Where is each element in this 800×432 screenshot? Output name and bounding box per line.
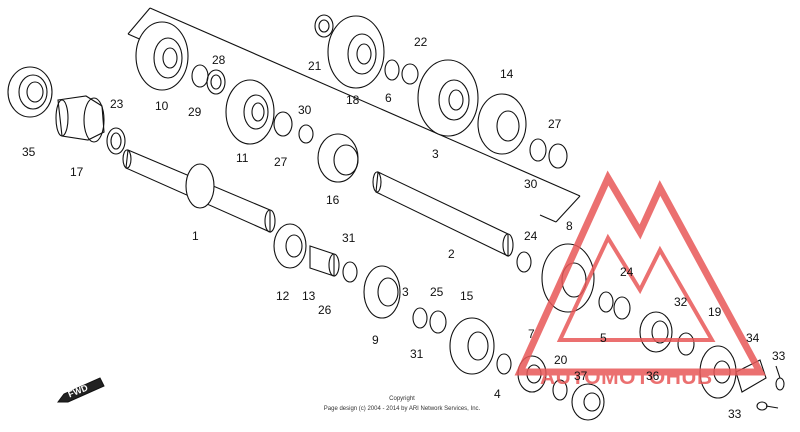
label-24-a: 24 bbox=[524, 229, 538, 243]
part-1-mainshaft bbox=[122, 149, 276, 233]
label-13: 13 bbox=[302, 289, 316, 303]
label-32: 32 bbox=[674, 295, 688, 309]
label-2: 2 bbox=[448, 247, 455, 261]
label-35: 35 bbox=[22, 145, 36, 159]
part-35-bearing bbox=[7, 66, 53, 118]
label-14: 14 bbox=[500, 67, 514, 81]
label-8: 8 bbox=[566, 219, 573, 233]
label-27-b: 27 bbox=[548, 117, 562, 131]
label-9: 9 bbox=[372, 333, 379, 347]
part-12-gear bbox=[273, 223, 307, 269]
part-4-washer bbox=[496, 353, 512, 375]
part-37-bearing bbox=[571, 383, 605, 421]
label-7: 7 bbox=[528, 327, 535, 341]
label-26: 26 bbox=[318, 303, 332, 317]
label-3-b: 3 bbox=[402, 285, 409, 299]
label-28: 28 bbox=[212, 53, 226, 67]
label-15: 15 bbox=[460, 289, 474, 303]
part-5-24-washers bbox=[598, 291, 631, 320]
part-36-bearing bbox=[639, 311, 673, 353]
part-23-washer bbox=[106, 127, 126, 155]
part-6-22-washers bbox=[384, 59, 419, 85]
part-24-washer bbox=[516, 251, 532, 273]
part-34-plate bbox=[735, 359, 767, 393]
label-10: 10 bbox=[155, 99, 169, 113]
part-27-30-washers bbox=[273, 111, 314, 144]
label-33-a: 33 bbox=[772, 349, 786, 363]
copyright-line-2: Page design (c) 2004 - 2014 by ARI Netwo… bbox=[324, 406, 481, 412]
label-23: 23 bbox=[110, 97, 124, 111]
label-18: 18 bbox=[346, 93, 360, 107]
part-31-25-washers bbox=[412, 307, 447, 334]
part-3-gear-upper bbox=[417, 59, 479, 137]
label-6: 6 bbox=[385, 91, 392, 105]
label-24-b: 24 bbox=[620, 265, 634, 279]
label-1: 1 bbox=[192, 229, 199, 243]
label-36: 36 bbox=[646, 369, 660, 383]
label-34: 34 bbox=[746, 331, 760, 345]
label-12: 12 bbox=[276, 289, 290, 303]
label-29: 29 bbox=[188, 105, 202, 119]
label-21: 21 bbox=[308, 59, 322, 73]
part-labels: 35 17 23 1 10 28 29 11 30 27 16 21 18 6 … bbox=[22, 35, 786, 421]
part-20-washer bbox=[552, 379, 568, 401]
part-21-washer bbox=[314, 14, 334, 38]
part-2-countershaft bbox=[372, 171, 514, 257]
part-9-gear bbox=[363, 265, 401, 319]
label-5: 5 bbox=[600, 331, 607, 345]
part-33-bolts bbox=[756, 365, 785, 411]
fwd-arrow-icon: FWD bbox=[57, 377, 105, 403]
part-11-gear bbox=[225, 79, 275, 145]
label-20: 20 bbox=[554, 353, 568, 367]
label-31-b: 31 bbox=[410, 347, 424, 361]
label-19: 19 bbox=[708, 305, 722, 319]
part-32-collar bbox=[677, 332, 695, 356]
watermark-logo: AUTOMOTOHUB bbox=[514, 170, 766, 389]
part-16-bushing bbox=[317, 133, 359, 183]
label-37: 37 bbox=[574, 369, 588, 383]
watermark-text: AUTOMOTOHUB bbox=[540, 366, 713, 389]
part-13-26-31 bbox=[309, 245, 358, 283]
label-25: 25 bbox=[430, 285, 444, 299]
label-31-a: 31 bbox=[342, 231, 356, 245]
label-30-a: 30 bbox=[298, 103, 312, 117]
label-16: 16 bbox=[326, 193, 340, 207]
part-17-gear bbox=[55, 95, 105, 143]
label-11: 11 bbox=[236, 151, 249, 165]
label-27-a: 27 bbox=[274, 155, 288, 169]
part-28-29-washers bbox=[191, 64, 226, 95]
label-3-a: 3 bbox=[432, 147, 439, 161]
label-30-b: 30 bbox=[524, 177, 538, 191]
copyright-line-1: Copyright bbox=[389, 396, 415, 402]
label-17: 17 bbox=[70, 165, 84, 179]
part-18-gear bbox=[327, 15, 385, 89]
part-15-gear bbox=[449, 317, 495, 375]
label-33-b: 33 bbox=[728, 407, 742, 421]
label-4: 4 bbox=[494, 387, 501, 401]
part-10-gear bbox=[135, 21, 189, 91]
part-30-27-washers-right bbox=[529, 138, 568, 169]
label-22: 22 bbox=[414, 35, 428, 49]
part-14-gear bbox=[477, 93, 527, 155]
